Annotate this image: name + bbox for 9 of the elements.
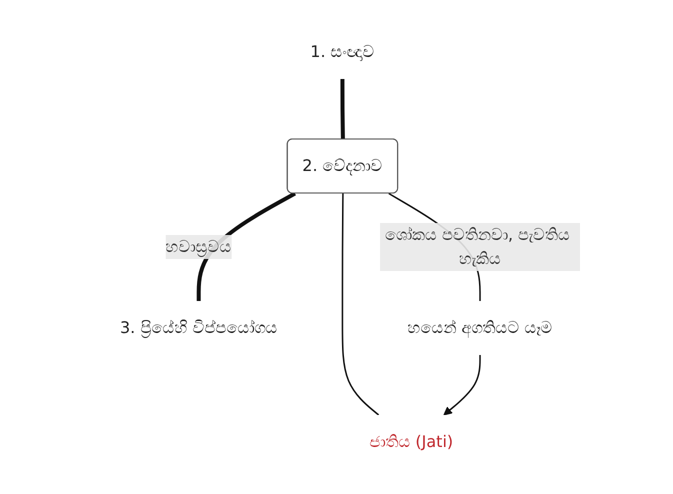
node-text: ජාතිය (Jati)	[370, 432, 454, 451]
node-text: 3. ප්‍රියේහි විප්පයෝගය	[120, 318, 278, 337]
arrow	[444, 355, 481, 416]
connector	[340, 79, 346, 140]
connector	[342, 194, 380, 416]
edge-label: හවාස්‍රවය	[166, 237, 232, 256]
node-text: 1. සංඥාව	[310, 42, 375, 61]
node-text: හයෙන් අගතියට යෑම	[408, 318, 553, 337]
edge-label: ශෝකය පවතිනවා, පැවතිය හැකිය	[385, 225, 570, 268]
